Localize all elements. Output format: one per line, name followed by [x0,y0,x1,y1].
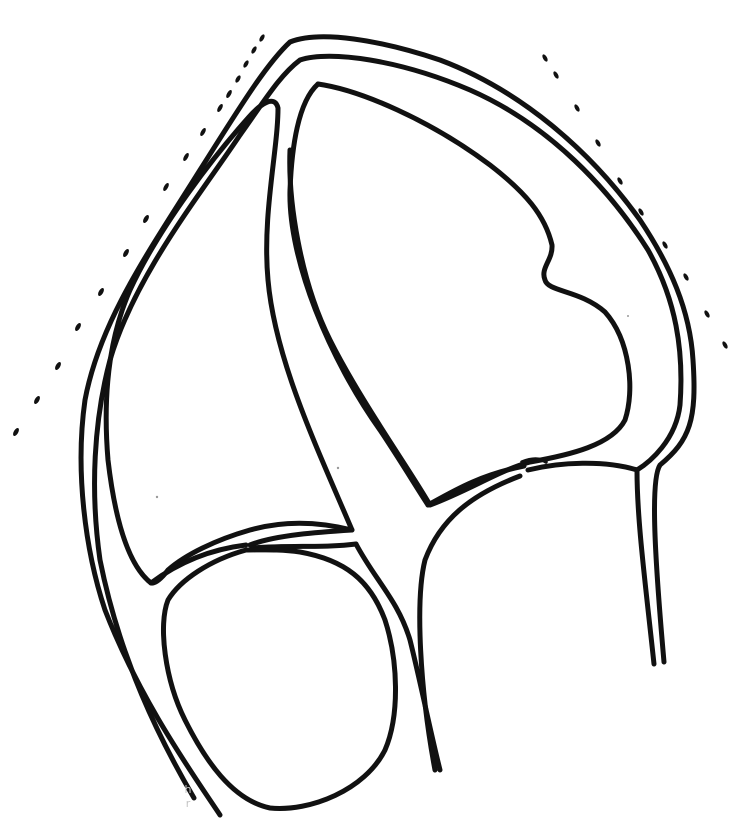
left-lower-chamber [163,550,395,809]
speck-2 [337,467,339,469]
left-valve-upper [250,530,352,545]
right-dotted-guide [541,54,728,350]
outer-contour [81,37,694,815]
speck-1 [156,496,158,498]
corner-letter-h: h [182,783,194,797]
central-septum-lower-right [420,476,520,770]
right-valve-edge [528,463,637,470]
left-upper-chamber [106,101,352,583]
left-dotted-guide [12,34,266,437]
speck-3 [627,315,629,317]
corner-letter-r: r [182,797,194,811]
outer-wall-inner-line [95,56,681,798]
left-valve-lower [252,544,356,548]
corner-letters: h r [182,783,194,811]
